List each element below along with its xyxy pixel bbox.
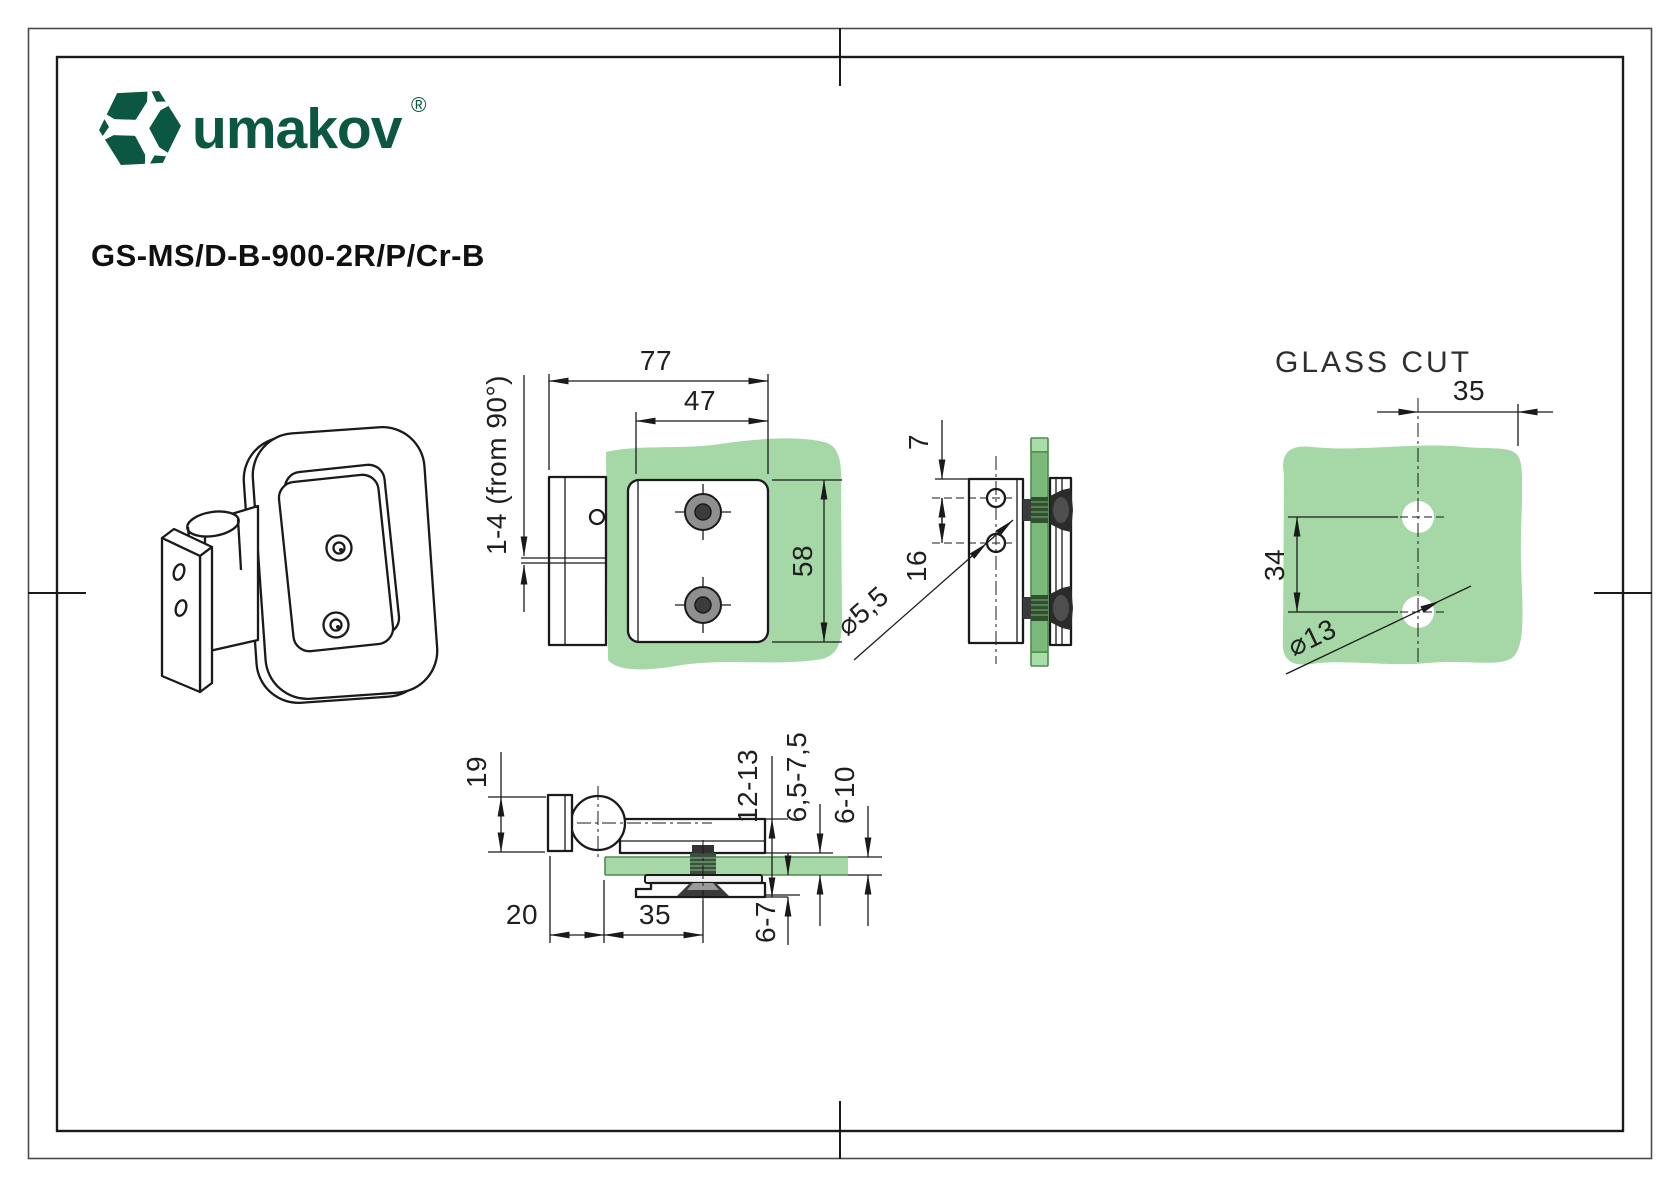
svg-text:19: 19 <box>461 756 492 788</box>
svg-text:1-4 (from 90°): 1-4 (from 90°) <box>481 375 512 555</box>
side-view: 7 16 ⌀5,5 <box>831 420 1073 667</box>
svg-text:12-13: 12-13 <box>732 749 763 823</box>
bottom-screw-head <box>677 883 729 896</box>
svg-text:7: 7 <box>903 434 934 450</box>
side-glass-edge <box>1030 437 1049 667</box>
bottom-wall-plate <box>546 793 574 853</box>
brand-name: umakov <box>192 97 403 161</box>
front-dim-adjustment: 1-4 (from 90°) <box>481 375 528 612</box>
bottom-dim-clamp-gap: 6,5-7,5 <box>765 732 833 926</box>
glass-cut-panel <box>1282 445 1523 665</box>
bottom-glass <box>604 856 848 876</box>
iso-bracket-hole-bottom <box>174 599 188 617</box>
glass-cut-title: GLASS CUT <box>1275 346 1472 379</box>
front-clamp-plate <box>626 478 770 644</box>
bottom-dim-wall-to-glass: 20 <box>506 856 605 943</box>
front-screw-bottom <box>675 577 731 633</box>
bottom-dim-glass-to-screw: 35 <box>603 899 704 943</box>
bottom-dim-glass-thickness: 6-10 <box>829 766 882 926</box>
iso-clamp-plate <box>277 473 395 653</box>
side-screw-boss-bottom <box>1023 586 1073 630</box>
svg-text:6-10: 6-10 <box>829 766 860 824</box>
svg-text:16: 16 <box>901 550 932 582</box>
front-dim-plate-width: 47 <box>635 385 769 474</box>
glass-cut-dim-edge-distance: 35 <box>1377 375 1553 446</box>
side-dim-hole-pitch: 16 <box>901 497 946 582</box>
side-hole-top <box>985 487 1007 509</box>
front-wall-bracket <box>521 475 608 647</box>
svg-text:20: 20 <box>506 899 538 930</box>
logo-star <box>97 83 177 174</box>
iso-screw-bottom <box>322 611 350 639</box>
front-view: 77 47 58 1-4 (from 90°) <box>481 345 842 670</box>
bottom-dim-body-thickness: 12-13 <box>732 749 788 898</box>
bottom-dim-knuckle: 19 <box>461 752 546 853</box>
svg-text:35: 35 <box>639 899 671 930</box>
drawing-frame <box>27 27 1653 1160</box>
glass-cut-view: GLASS CUT 35 34 ⌀13 <box>1259 346 1553 675</box>
umakov-logo-icon <box>97 83 181 174</box>
iso-screw-top <box>325 534 353 562</box>
front-screw-top <box>675 484 731 540</box>
front-bracket-hole <box>588 508 606 526</box>
glass-cut-dim-hole-pitch: 34 <box>1259 516 1398 613</box>
iso-bracket-hole-top <box>172 563 186 581</box>
svg-text:34: 34 <box>1259 549 1290 581</box>
svg-text:6-7: 6-7 <box>750 901 781 943</box>
side-dim-edge-to-hole: 7 <box>903 420 946 532</box>
bottom-view: 19 20 35 12-13 6,5-7,5 <box>461 732 882 945</box>
svg-text:47: 47 <box>684 385 716 416</box>
side-screw-boss-top <box>1023 488 1073 532</box>
svg-text:58: 58 <box>787 545 818 577</box>
isometric-view <box>160 426 439 704</box>
bottom-dim-cover-depth: 6-7 <box>750 853 800 945</box>
part-number-title: GS-MS/D-B-900-2R/P/Cr-B <box>91 238 485 273</box>
front-dim-plate-height: 58 <box>772 479 842 643</box>
svg-text:77: 77 <box>640 345 672 376</box>
registered-trademark: ® <box>411 94 427 117</box>
svg-text:6,5-7,5: 6,5-7,5 <box>781 732 812 823</box>
svg-text:35: 35 <box>1453 375 1485 406</box>
iso-bracket-side-face <box>198 545 214 694</box>
umakov-logo: umakov ® <box>97 83 427 174</box>
